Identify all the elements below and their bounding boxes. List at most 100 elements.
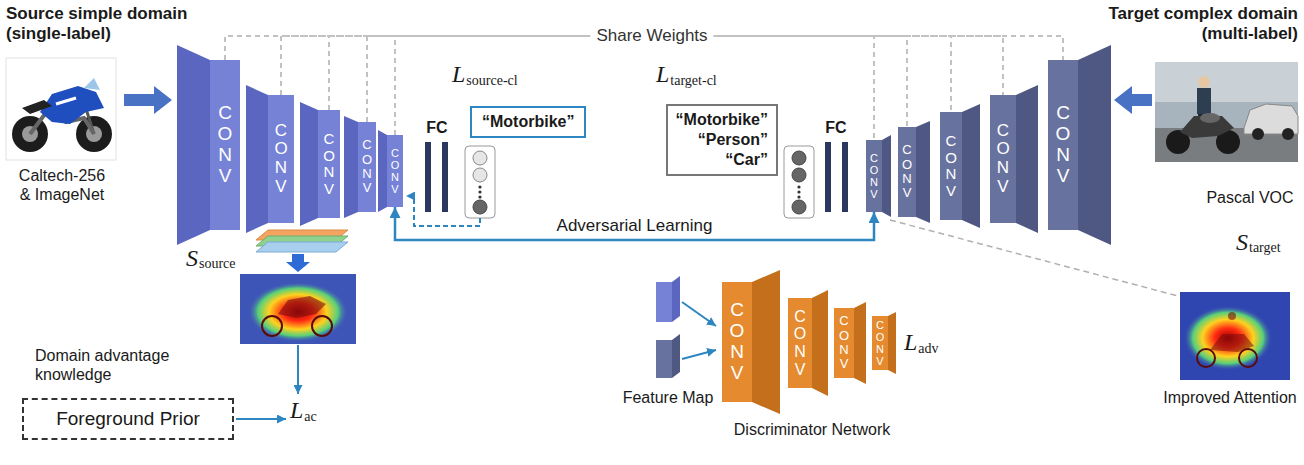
feature-map-depth xyxy=(672,334,680,378)
conv-layer: CONV xyxy=(210,60,240,230)
subscript: source xyxy=(199,257,236,271)
output-unit xyxy=(792,200,806,214)
layer-depth-face xyxy=(1078,45,1111,245)
input-arrow xyxy=(682,302,716,326)
layer-depth-face xyxy=(854,302,866,384)
ellipsis-dot xyxy=(478,190,481,193)
share-note: Share Weights xyxy=(590,26,713,46)
layer-label: CONV xyxy=(901,143,914,200)
wheel-outline xyxy=(312,316,332,336)
seat xyxy=(22,100,52,114)
class-label-box: “Motorbike” xyxy=(470,106,586,138)
fc-bar xyxy=(842,142,848,212)
feature-map-depth xyxy=(672,276,680,322)
layer-label: CONV xyxy=(838,314,851,371)
knowledge-note: Domain advantage knowledge xyxy=(35,346,195,384)
prior-box: Foreground Prior xyxy=(22,398,234,440)
layer-depth xyxy=(378,130,387,212)
dataset-name-holder: Pascal VOC xyxy=(1206,188,1293,207)
layer-depth-face xyxy=(916,121,930,223)
loss-symbol: L xyxy=(656,62,669,86)
edge-label: Adversarial Learning xyxy=(553,216,717,236)
output-layer xyxy=(784,146,814,218)
loss-symbol-holder: L xyxy=(290,398,303,422)
layer-depth xyxy=(854,302,866,384)
subscript: target xyxy=(1249,241,1281,255)
heatmap xyxy=(1180,292,1290,380)
figure-caption-holder: Improved Attention xyxy=(1163,388,1296,407)
zoom-line xyxy=(890,220,1178,296)
wheel-outline xyxy=(1239,349,1257,367)
loss-symbol-holder: L xyxy=(452,62,465,86)
layer-name: FC xyxy=(825,118,846,137)
subscript: target-cl xyxy=(670,74,716,88)
layer-depth-face xyxy=(300,102,318,226)
network-symbol-holder: S xyxy=(186,246,198,270)
heat-blob xyxy=(1184,306,1272,370)
node-label: “Motorbike” xyxy=(482,112,574,132)
input-arrow xyxy=(124,86,172,114)
prior-arrow xyxy=(236,418,286,420)
network-symbol: S xyxy=(186,246,198,270)
layer-depth-face xyxy=(246,85,268,233)
conv-layer: CONV xyxy=(268,95,294,223)
layer-depth-face xyxy=(752,270,780,414)
layer-depth-face xyxy=(888,312,896,374)
conv-layer: CONV xyxy=(866,140,882,212)
subscript-holder: ac xyxy=(304,410,316,424)
network-symbol: S xyxy=(1236,230,1248,254)
domain-heading: Target complex domain (multi-label) xyxy=(1073,4,1298,45)
figure-caption: Discriminator Network xyxy=(734,420,890,439)
layer-depth xyxy=(1016,85,1038,233)
person-body xyxy=(1197,88,1211,114)
subscript-holder: source xyxy=(199,257,236,271)
wheel-outline xyxy=(1197,349,1215,367)
figure-caption-holder: Feature Map xyxy=(623,388,714,407)
loss-symbol: L xyxy=(904,330,917,354)
class-label-box: “Motorbike” “Person” “Car” xyxy=(666,104,778,176)
ellipsis-dot xyxy=(797,195,800,198)
layer-label: CONV xyxy=(216,103,235,187)
subscript-holder: source-cl xyxy=(466,74,517,88)
layer-depth xyxy=(300,102,318,226)
layer-depth-face xyxy=(1016,85,1038,233)
layer-depth xyxy=(916,121,930,223)
layer-label: CONV xyxy=(875,319,886,367)
knowledge-note-holder: Domain advantage knowledge xyxy=(35,346,195,384)
input-arrow xyxy=(682,350,716,359)
fc-bar xyxy=(825,142,831,212)
motorbike-tank xyxy=(1200,113,1220,123)
conv-layer: CONV xyxy=(358,122,376,212)
person-outline xyxy=(1228,312,1236,320)
shared-weight-link xyxy=(367,36,907,127)
loss-symbol-holder: L xyxy=(656,62,669,86)
discriminator-layer: CONV xyxy=(872,316,888,370)
subscript: adv xyxy=(918,342,938,356)
layer-depth xyxy=(888,312,896,374)
ellipsis-dot xyxy=(478,195,481,198)
layer-name-holder: FC xyxy=(825,118,846,137)
node-label: “Motorbike” “Person” “Car” xyxy=(676,110,768,170)
layer-depth xyxy=(962,104,980,228)
discriminator-layer: CONV xyxy=(722,282,752,402)
heatmap xyxy=(240,274,356,344)
output-layer xyxy=(465,146,495,218)
heat-blob xyxy=(248,282,348,342)
photo-frame xyxy=(6,58,116,160)
layer-depth xyxy=(812,290,828,396)
dataset-name-holder: Caltech-256 & ImageNet xyxy=(12,166,112,204)
layer-label: CONV xyxy=(728,300,747,384)
layer-depth-face xyxy=(344,116,358,218)
output-unit xyxy=(473,168,487,182)
subscript: source-cl xyxy=(466,74,517,88)
layer-depth xyxy=(752,270,780,414)
building xyxy=(1155,62,1298,102)
fairing-outline xyxy=(278,296,326,318)
output-unit xyxy=(473,151,487,165)
domain-heading: Source simple domain (single-label) xyxy=(6,4,221,45)
discriminator-layer: CONV xyxy=(834,308,854,378)
ellipsis-dot xyxy=(797,190,800,193)
network-symbol-holder: S xyxy=(1236,230,1248,254)
feature-map xyxy=(656,282,672,322)
